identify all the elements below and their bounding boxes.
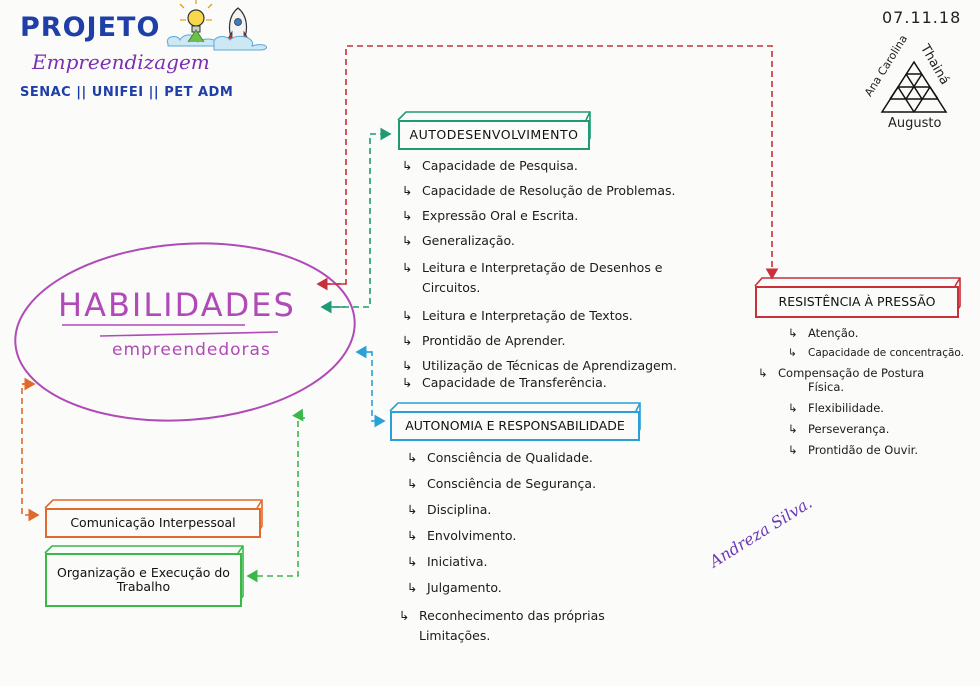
list-autonomia: ↳Consciência de Qualidade. ↳Consciência … [399,450,667,646]
connector-autodesenvolvimento [323,127,392,308]
arrow-icon: ↳ [788,347,797,359]
list-item: ↳Capacidade de concentração. [788,347,964,359]
list-item: ↳Atenção. [788,326,859,340]
list-item: ↳Generalização. [402,233,515,248]
list-item: ↳Consciência de Qualidade. [407,450,593,465]
list-item: ↳Disciplina. [407,502,492,517]
authors-triangle-icon [880,60,948,113]
box-resistencia: RESISTÊNCIA À PRESSÃO [755,286,959,318]
arrow-icon: ↳ [402,158,413,173]
connector-comunicacao [21,383,40,522]
list-item: ↳Compensação de Postura Física. [758,366,925,394]
arrow-icon: ↳ [407,476,418,491]
project-subtitle: Empreendizagem [32,50,210,74]
arrow-icon: ↳ [407,450,418,465]
center-ellipse [14,242,356,422]
list-item: ↳Julgamento. [407,580,502,595]
list-item: ↳Capacidade de Pesquisa. [402,158,578,173]
arrow-icon: ↳ [402,308,413,323]
list-item: ↳Expressão Oral e Escrita. [402,208,579,223]
list-item: ↳Prontidão de Aprender. [402,333,566,348]
list-item: ↳Flexibilidade. [788,401,884,415]
list-resistencia: ↳Atenção. ↳Capacidade de concentração. ↳… [758,326,978,457]
arrow-icon: ↳ [407,580,418,595]
list-item: ↳Utilização de Técnicas de Aprendizagem. [402,358,677,373]
box-comunicacao: Comunicação Interpessoal [45,508,261,538]
arrow-icon: ↳ [399,608,410,623]
arrow-icon: ↳ [788,401,798,415]
list-item: ↳Iniciativa. [407,554,488,569]
list-item: ↳Leitura e Interpretação de Desenhos e C… [402,260,663,295]
arrow-icon: ↳ [402,333,413,348]
arrow-icon: ↳ [407,554,418,569]
connector-autonomia [360,351,386,428]
author-augusto: Augusto [888,116,942,131]
arrow-icon: ↳ [402,233,413,248]
list-item: ↳Perseverança. [788,422,890,436]
center-subtitle: empreendedoras [112,340,271,360]
arrow-icon: ↳ [407,502,418,517]
list-item: ↳Capacidade de Resolução de Problemas. [402,183,676,198]
organizations: SENAC || UNIFEI || PET ADM [20,85,234,100]
cloud-icon [166,29,267,51]
list-item: ↳Consciência de Segurança. [407,476,597,491]
list-item: ↳Reconhecimento das próprias Limitações. [399,608,605,643]
list-item: ↳Leitura e Interpretação de Textos. [402,308,633,323]
arrow-icon: ↳ [402,375,413,390]
arrow-icon: ↳ [402,358,413,373]
arrow-icon: ↳ [402,260,413,275]
project-title: PROJETO [20,12,161,43]
list-item: ↳Capacidade de Transferência. [402,375,607,390]
connector-organizacao [246,417,305,583]
list-item: ↳Prontidão de Ouvir. [788,443,918,457]
arrow-icon: ↳ [788,422,798,436]
arrow-icon: ↳ [402,208,413,223]
arrow-icon: ↳ [788,326,798,340]
box-autodesenvolvimento: AUTODESENVOLVIMENTO [398,120,590,150]
box-autonomia: AUTONOMIA E RESPONSABILIDADE [390,411,640,441]
arrow-icon: ↳ [788,443,798,457]
arrow-icon: ↳ [402,183,413,198]
center-subline [99,331,279,337]
lightbulb-icon [179,0,213,33]
center-title: HABILIDADES [58,286,296,324]
box-organizacao: Organização e Execução do Trabalho [45,553,242,607]
list-item: ↳Envolvimento. [407,528,517,543]
arrow-icon: ↳ [407,528,418,543]
date: 07.11.18 [882,8,962,27]
list-autodesenvolvimento: ↳Capacidade de Pesquisa. ↳Capacidade de … [402,158,732,390]
